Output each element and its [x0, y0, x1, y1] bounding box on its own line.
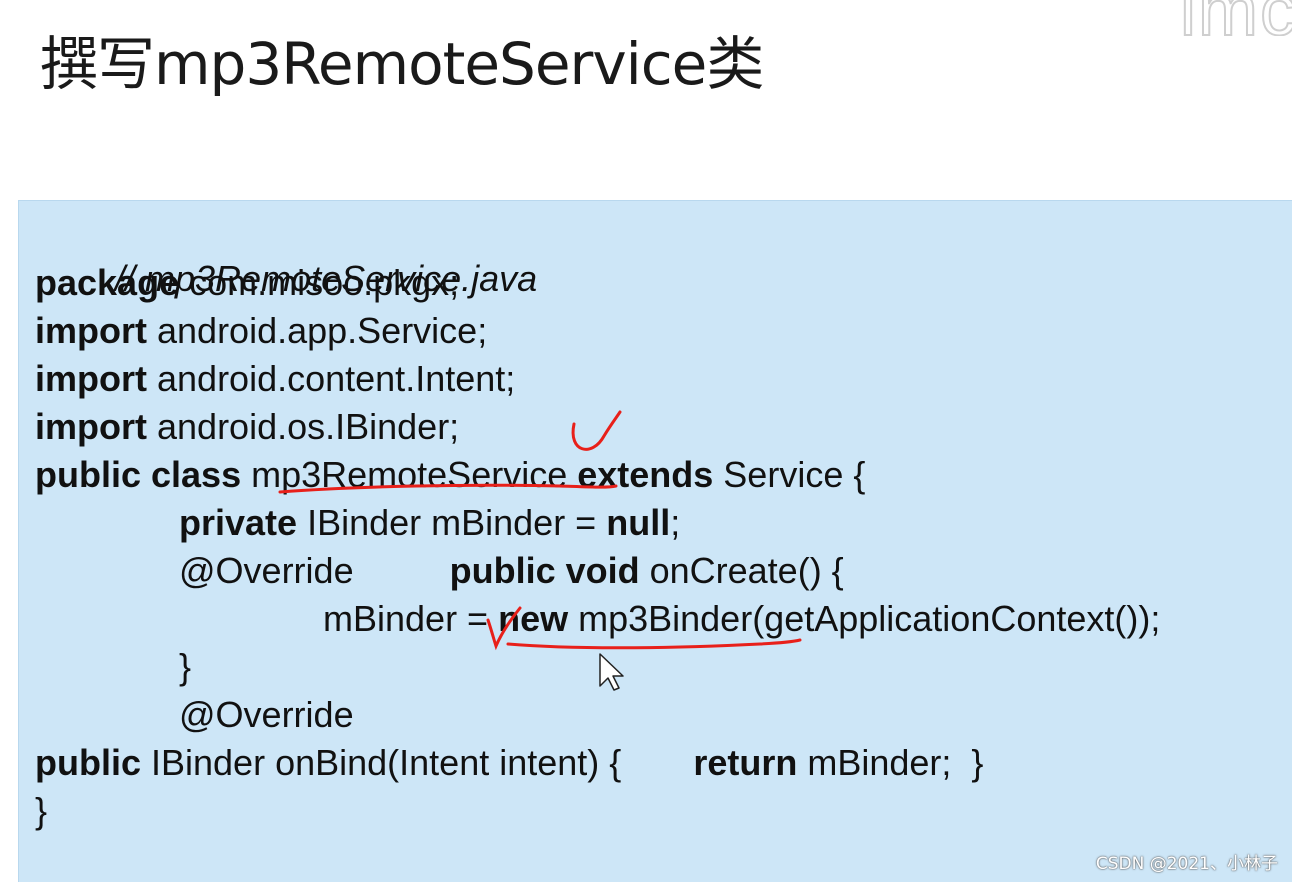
code-text: android.content.Intent; [147, 358, 516, 399]
code-line-7: private IBinder mBinder = null; [179, 501, 680, 545]
slide-title: 撰写mp3RemoteService类 [40, 30, 764, 98]
keyword: private [179, 502, 298, 543]
keyword: package [35, 262, 180, 303]
keyword: import [35, 358, 147, 399]
keyword: public [35, 742, 141, 783]
annotation-text: @Override [179, 694, 354, 735]
code-text: IBinder mBinder = [297, 502, 607, 543]
code-line-10: } [179, 645, 191, 689]
code-line-9: mBinder = new mp3Binder(getApplicationCo… [323, 597, 1160, 641]
code-comment: // mp3RemoteService.java [115, 258, 538, 299]
code-text: android.app.Service; [147, 310, 488, 351]
code-text: } [35, 790, 48, 831]
keyword: public class [35, 454, 242, 495]
code-text: mBinder = [323, 598, 499, 639]
code-line-1: // mp3RemoteService.java [35, 213, 537, 299]
code-text: onCreate() { [639, 550, 844, 591]
class-name: mp3RemoteService [241, 454, 578, 495]
code-text: Service { [713, 454, 866, 495]
keyword: new [498, 598, 569, 639]
code-line-3: import android.app.Service; [35, 309, 487, 353]
corner-logo-text: imc [1179, 0, 1292, 36]
code-line-6: public class mp3RemoteService extends Se… [35, 453, 865, 497]
code-line-4: import android.content.Intent; [35, 357, 515, 401]
code-text: com.misoo.pkgx; [179, 262, 460, 303]
code-line-12: public IBinder onBind(Intent intent) { re… [35, 741, 983, 785]
keyword: return [693, 742, 798, 783]
keyword: null [606, 502, 671, 543]
code-text: } [179, 646, 192, 687]
code-line-2: package com.misoo.pkgx; [35, 261, 459, 305]
code-line-8: @Override public void onCreate() { [179, 549, 844, 593]
code-line-5: import android.os.IBinder; [35, 405, 459, 449]
annotation-text: @Override [179, 550, 354, 591]
keyword: import [35, 310, 147, 351]
corner-logo: imc [1142, 0, 1292, 36]
keyword: extends [577, 454, 714, 495]
code-line-11: @Override [179, 693, 354, 737]
code-text: android.os.IBinder; [147, 406, 460, 447]
keyword: public void [449, 550, 640, 591]
keyword: import [35, 406, 147, 447]
code-line-13: } [35, 789, 47, 833]
watermark: CSDN @2021、小林子 [1095, 854, 1278, 874]
code-box: // mp3RemoteService.java package com.mis… [18, 200, 1292, 882]
code-text: ; [670, 502, 681, 543]
code-text: IBinder onBind(Intent intent) { [141, 742, 622, 783]
code-text: mBinder; } [797, 742, 984, 783]
code-text: mp3Binder(getApplicationContext()); [568, 598, 1161, 639]
